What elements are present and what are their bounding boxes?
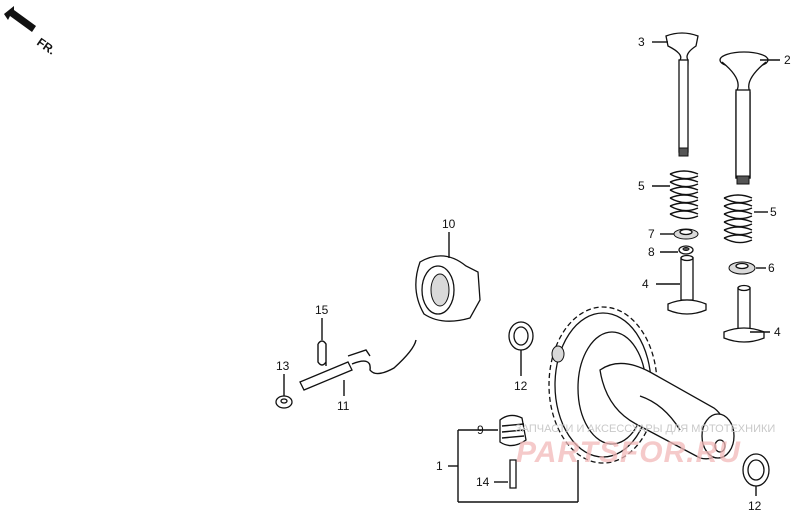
clip (317, 340, 327, 366)
callout-4-left: 4 (642, 277, 649, 291)
callout-7: 7 (648, 227, 655, 241)
callout-3: 3 (638, 35, 645, 49)
direction-label: FR. (34, 35, 58, 58)
front-direction-arrow-icon (4, 6, 36, 32)
valve-left (665, 32, 699, 157)
decompressor-lever (299, 339, 417, 391)
callout-9: 9 (477, 423, 484, 437)
callout-6: 6 (768, 261, 775, 275)
valve-right (719, 51, 769, 185)
leader-lines (283, 41, 780, 503)
valve-spring-left (669, 170, 699, 220)
callout-13: 13 (276, 359, 290, 373)
spring-retainer-rotator (728, 261, 756, 275)
callout-14: 14 (476, 475, 490, 489)
spring-pin (509, 459, 517, 489)
callout-4-right: 4 (774, 325, 781, 339)
callout-2: 2 (784, 53, 791, 67)
callout-8: 8 (648, 245, 655, 259)
watermark-logo: PARTSFOR.RU (516, 436, 741, 469)
spring-retainer (673, 228, 699, 240)
valve-spring-right (723, 194, 753, 244)
tappet-right (723, 284, 765, 343)
callout-15: 15 (315, 303, 329, 317)
callout-10: 10 (442, 217, 456, 231)
decompressor-weight (499, 414, 527, 447)
callout-5-right: 5 (770, 205, 777, 219)
washer-small (275, 395, 293, 409)
callout-12-left: 12 (514, 379, 528, 393)
thrust-washer-right (742, 453, 770, 487)
callout-12-right: 12 (748, 499, 762, 513)
callout-1: 1 (436, 459, 443, 473)
thrust-washer-left (508, 321, 534, 351)
valve-collet (678, 245, 694, 255)
callout-5-left: 5 (638, 179, 645, 193)
watermark-caption: ЗАПЧАСТИ И АКСЕССУАРЫ ДЛЯ МОТОТЕХНИКИ (515, 423, 775, 435)
crankcase-guide (415, 255, 481, 322)
tappet-left (667, 254, 707, 315)
camshaft-gear (548, 306, 735, 464)
callout-11: 11 (337, 399, 350, 413)
